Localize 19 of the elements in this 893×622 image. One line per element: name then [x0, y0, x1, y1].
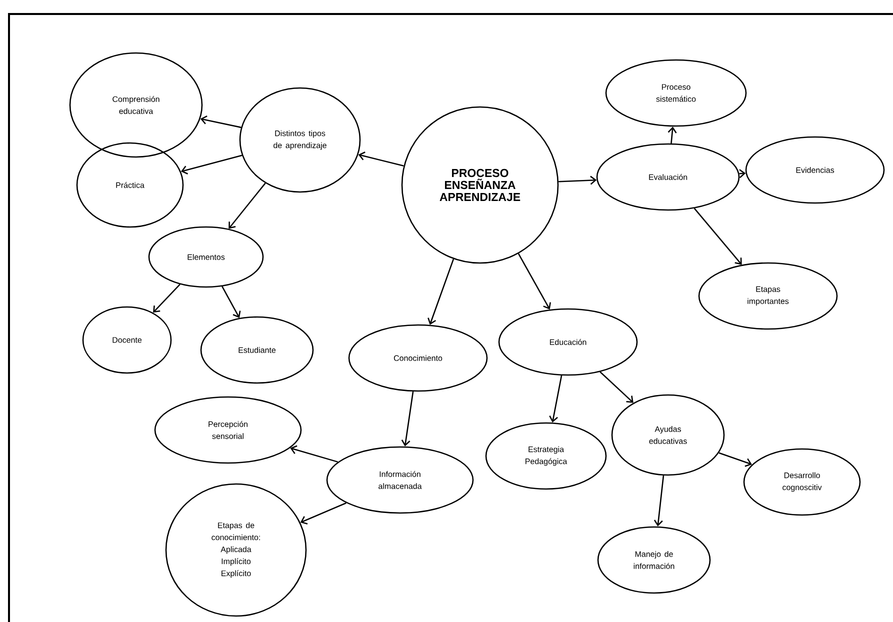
arrow: [290, 445, 338, 463]
arrow: [401, 391, 414, 446]
arrow: [549, 375, 562, 423]
arrow: [358, 152, 404, 167]
arrow: [558, 176, 597, 185]
arrow: [694, 208, 742, 265]
arrow: [668, 126, 677, 144]
arrow: [739, 169, 746, 178]
arrow: [600, 371, 634, 403]
arrow: [200, 116, 242, 128]
arrow: [300, 502, 346, 524]
arrow: [222, 286, 241, 318]
arrow: [428, 258, 454, 325]
arrow: [153, 284, 180, 313]
arrow: [518, 253, 551, 310]
arrow: [228, 182, 266, 229]
arrow: [718, 452, 752, 467]
arrow: [654, 475, 664, 526]
arrow: [180, 154, 242, 174]
